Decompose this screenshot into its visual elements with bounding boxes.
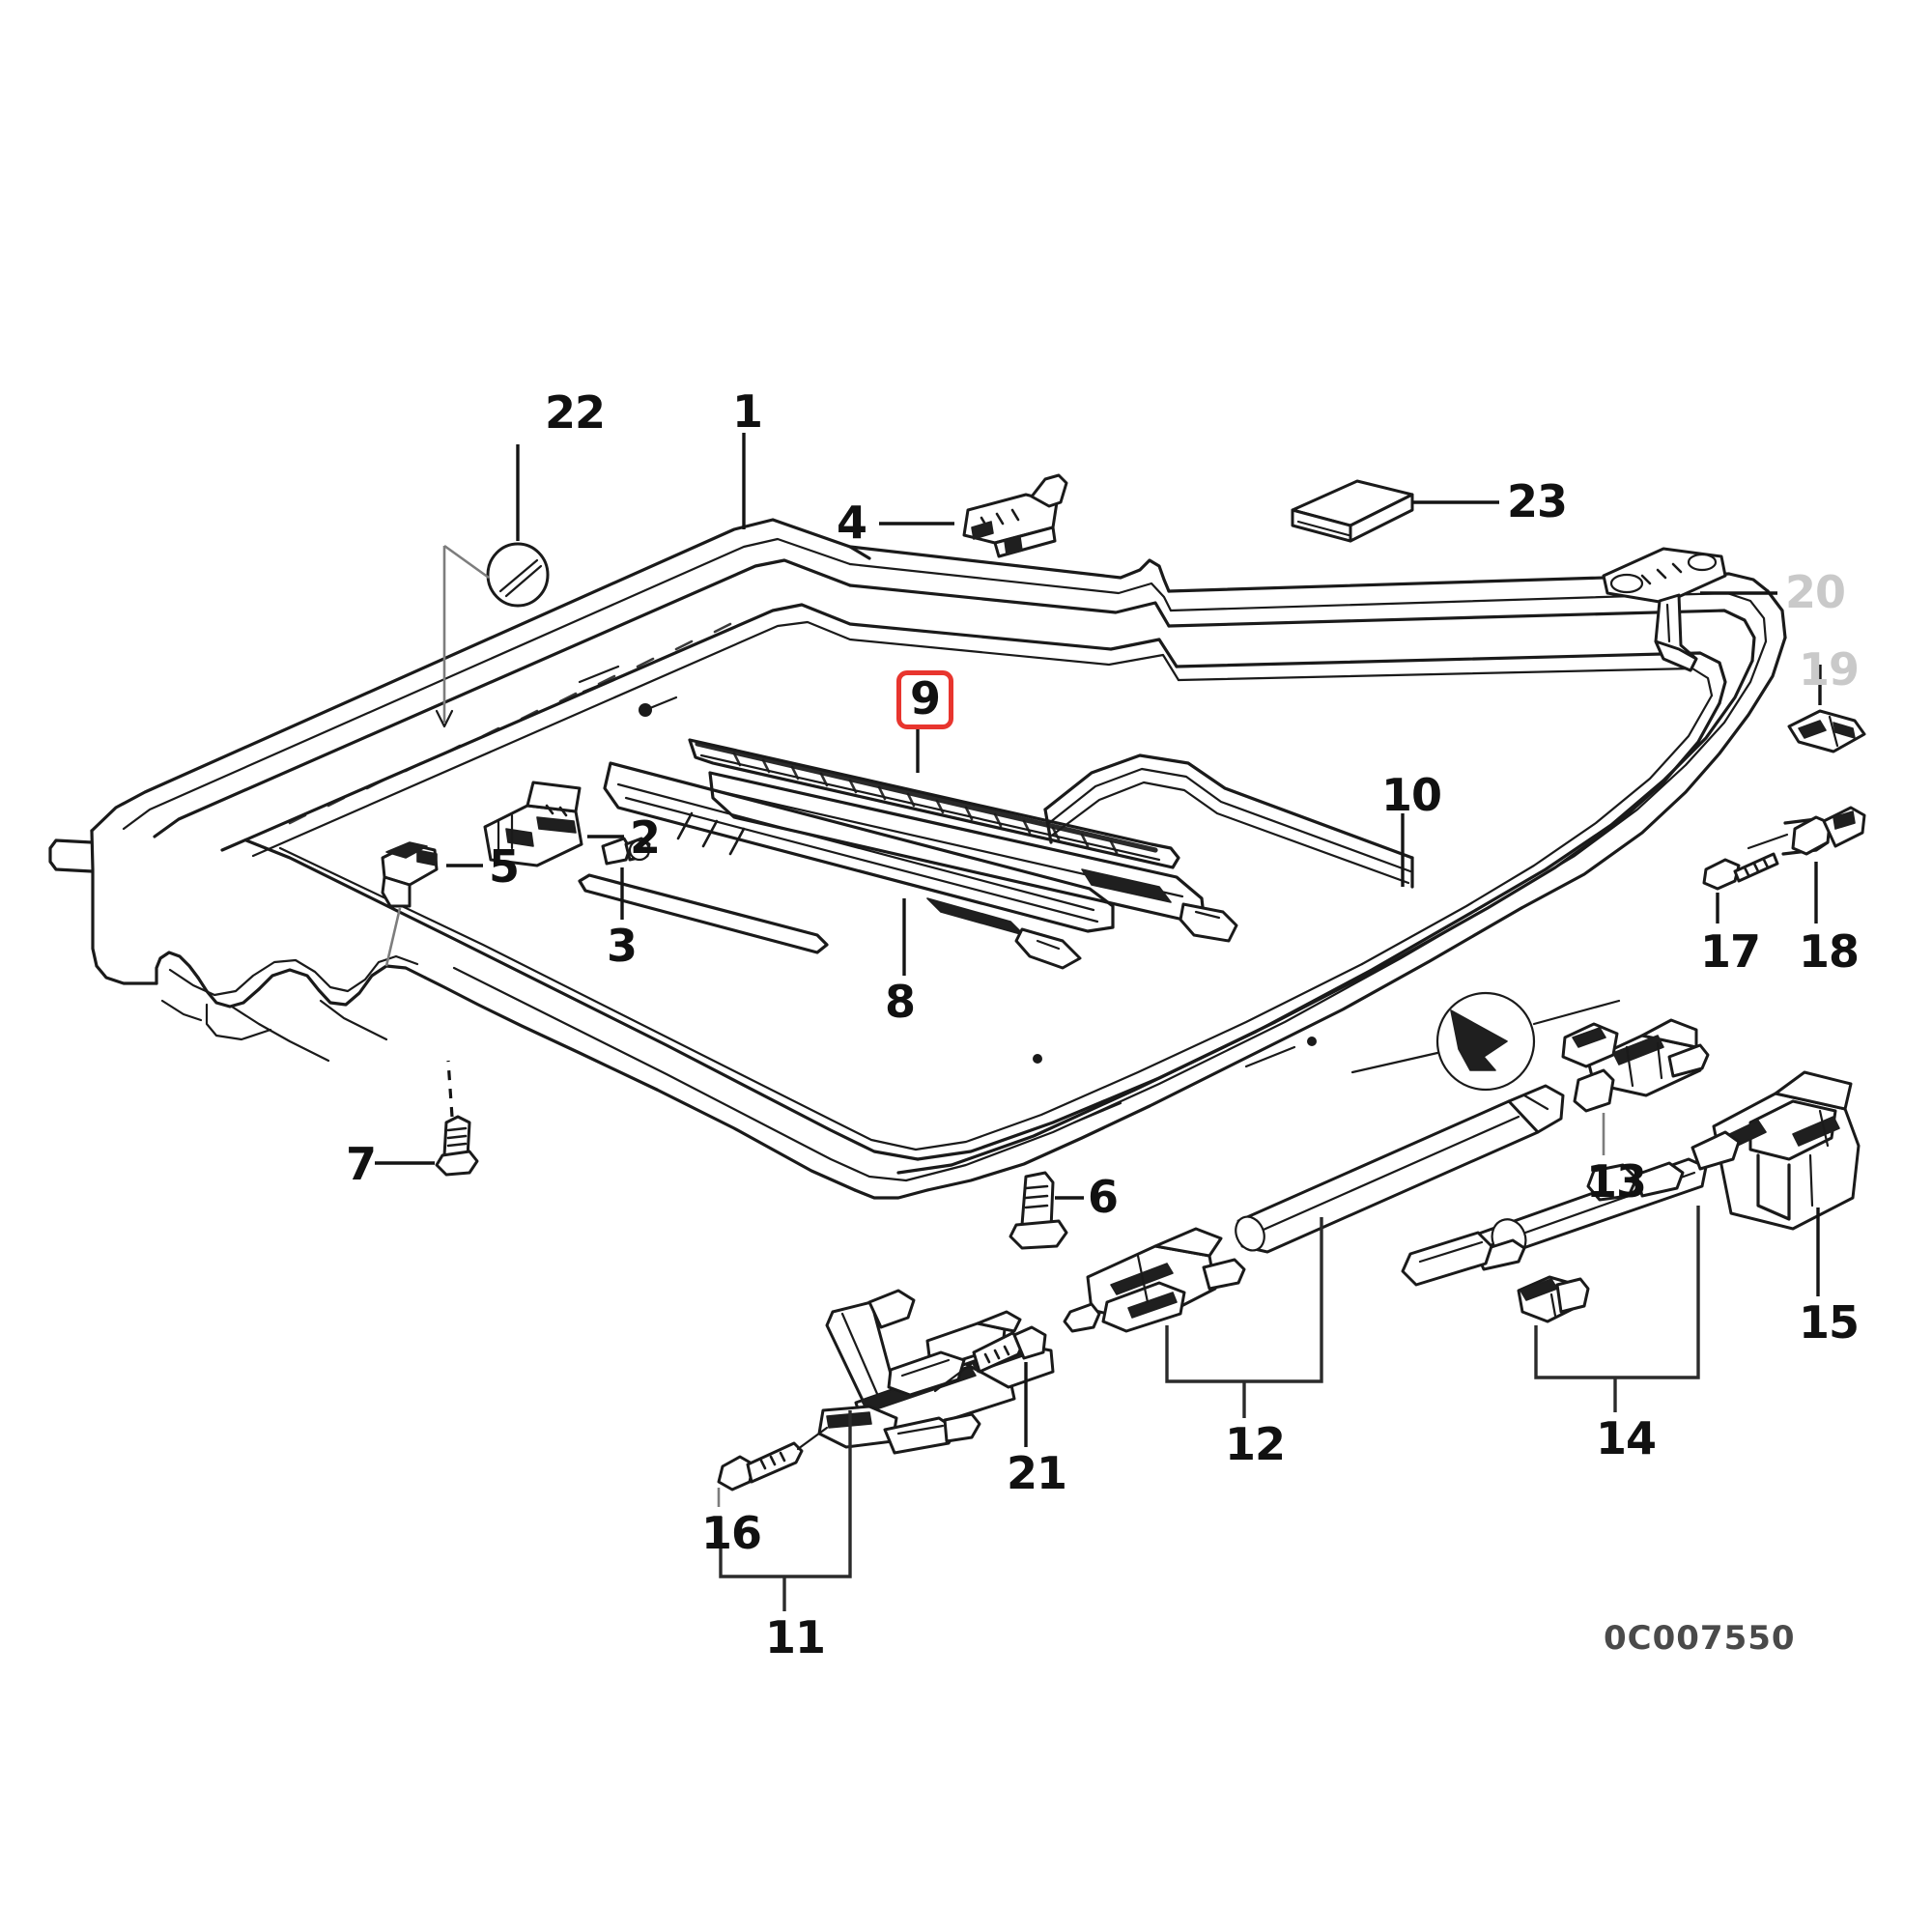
part-7-mounting-screw: [375, 1060, 479, 1177]
part-4-retaining-clip: [879, 473, 1068, 558]
callout-label-16[interactable]: 16: [701, 1507, 762, 1559]
part-20-hinge-arm: [1602, 547, 1777, 672]
part-17-pan-head-screw: [1702, 852, 1779, 923]
callout-label-14[interactable]: 14: [1596, 1412, 1657, 1464]
part-9-drive-cable-rail: [688, 738, 1238, 943]
callout-label-18[interactable]: 18: [1799, 925, 1860, 978]
part-10-seal-strip: [1043, 753, 1414, 889]
part-8-center-guide-rail: [578, 761, 1115, 970]
callout-label-3[interactable]: 3: [607, 920, 638, 972]
callout-label-2[interactable]: 2: [630, 811, 661, 864]
part-23-felt-pad: [1291, 479, 1499, 543]
callout-label-12[interactable]: 12: [1225, 1418, 1286, 1470]
callout-label-4[interactable]: 4: [837, 497, 867, 549]
detail-callout-circle: [1350, 991, 1621, 1092]
part-3-small-screw: [601, 837, 651, 920]
callout-label-9[interactable]: 9: [896, 670, 954, 729]
callout-label-15[interactable]: 15: [1799, 1296, 1860, 1349]
part-6-hex-flange-bolt: [1009, 1171, 1084, 1250]
callout-label-21[interactable]: 21: [1007, 1447, 1067, 1499]
part-13-latch-bracket: [1561, 1018, 1710, 1155]
callout-label-17[interactable]: 17: [1700, 925, 1761, 978]
catalog-number: 0C007550: [1604, 1619, 1796, 1658]
callout-label-23[interactable]: 23: [1507, 475, 1568, 527]
callout-label-13[interactable]: 13: [1586, 1155, 1647, 1208]
part-11-lift-mechanism-assembly: [717, 1289, 1055, 1611]
callout-label-10[interactable]: 10: [1381, 769, 1442, 821]
part-18-end-bracket: [1791, 806, 1866, 923]
callout-label-5[interactable]: 5: [489, 840, 520, 893]
part-19-slide-shoe: [1787, 665, 1866, 753]
callout-label-22[interactable]: 22: [545, 386, 606, 439]
callout-label-1[interactable]: 1: [732, 385, 763, 438]
callout-label-20[interactable]: 20: [1785, 566, 1846, 618]
sunroof-frame-outer: [48, 518, 1830, 1200]
callout-label-6[interactable]: 6: [1088, 1171, 1119, 1223]
callout-label-7[interactable]: 7: [346, 1138, 377, 1190]
part-2-guide-slider-block: [483, 781, 624, 867]
part-12-guide-rod-with-bracket: [1063, 1084, 1565, 1418]
part-22-blanking-cap: [435, 444, 550, 728]
part-15-cover-housing: [1690, 1070, 1861, 1296]
part-5-spring-clip: [381, 841, 483, 967]
callout-label-19[interactable]: 19: [1799, 643, 1860, 696]
callout-label-8[interactable]: 8: [885, 976, 916, 1028]
callout-label-11[interactable]: 11: [765, 1611, 826, 1663]
part-14-link-rod-and-clip: [1401, 1157, 1708, 1412]
